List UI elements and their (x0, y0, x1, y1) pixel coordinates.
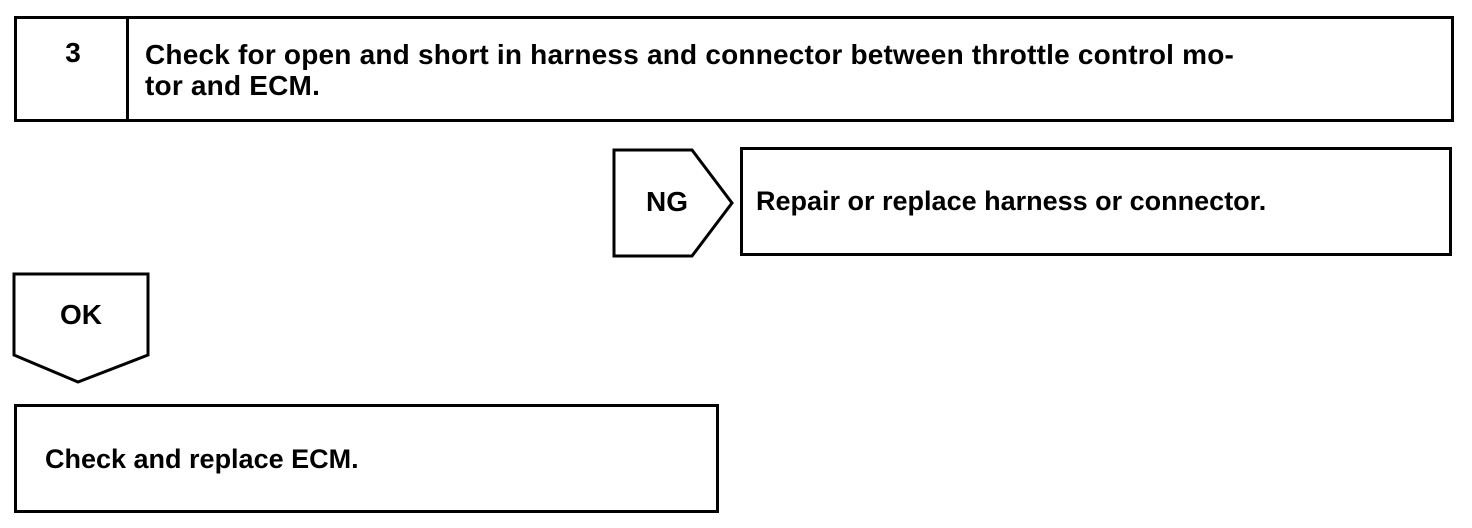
step-number-cell: 3 (17, 19, 129, 119)
ok-pointer-shape (12, 272, 150, 384)
step-box: 3 Check for open and short in harness an… (14, 16, 1454, 122)
ng-label: NG (646, 186, 688, 217)
ok-label: OK (60, 299, 102, 330)
step-title: Check for open and short in harness and … (145, 39, 1235, 101)
ng-pointer-shape (612, 148, 734, 258)
ok-action-text: Check and replace ECM. (45, 444, 359, 474)
ng-action-box: Repair or replace harness or connector. (740, 147, 1452, 256)
ng-action-text: Repair or replace harness or connector. (756, 186, 1267, 216)
step-number: 3 (65, 37, 81, 68)
ok-action-box: Check and replace ECM. (14, 404, 719, 513)
